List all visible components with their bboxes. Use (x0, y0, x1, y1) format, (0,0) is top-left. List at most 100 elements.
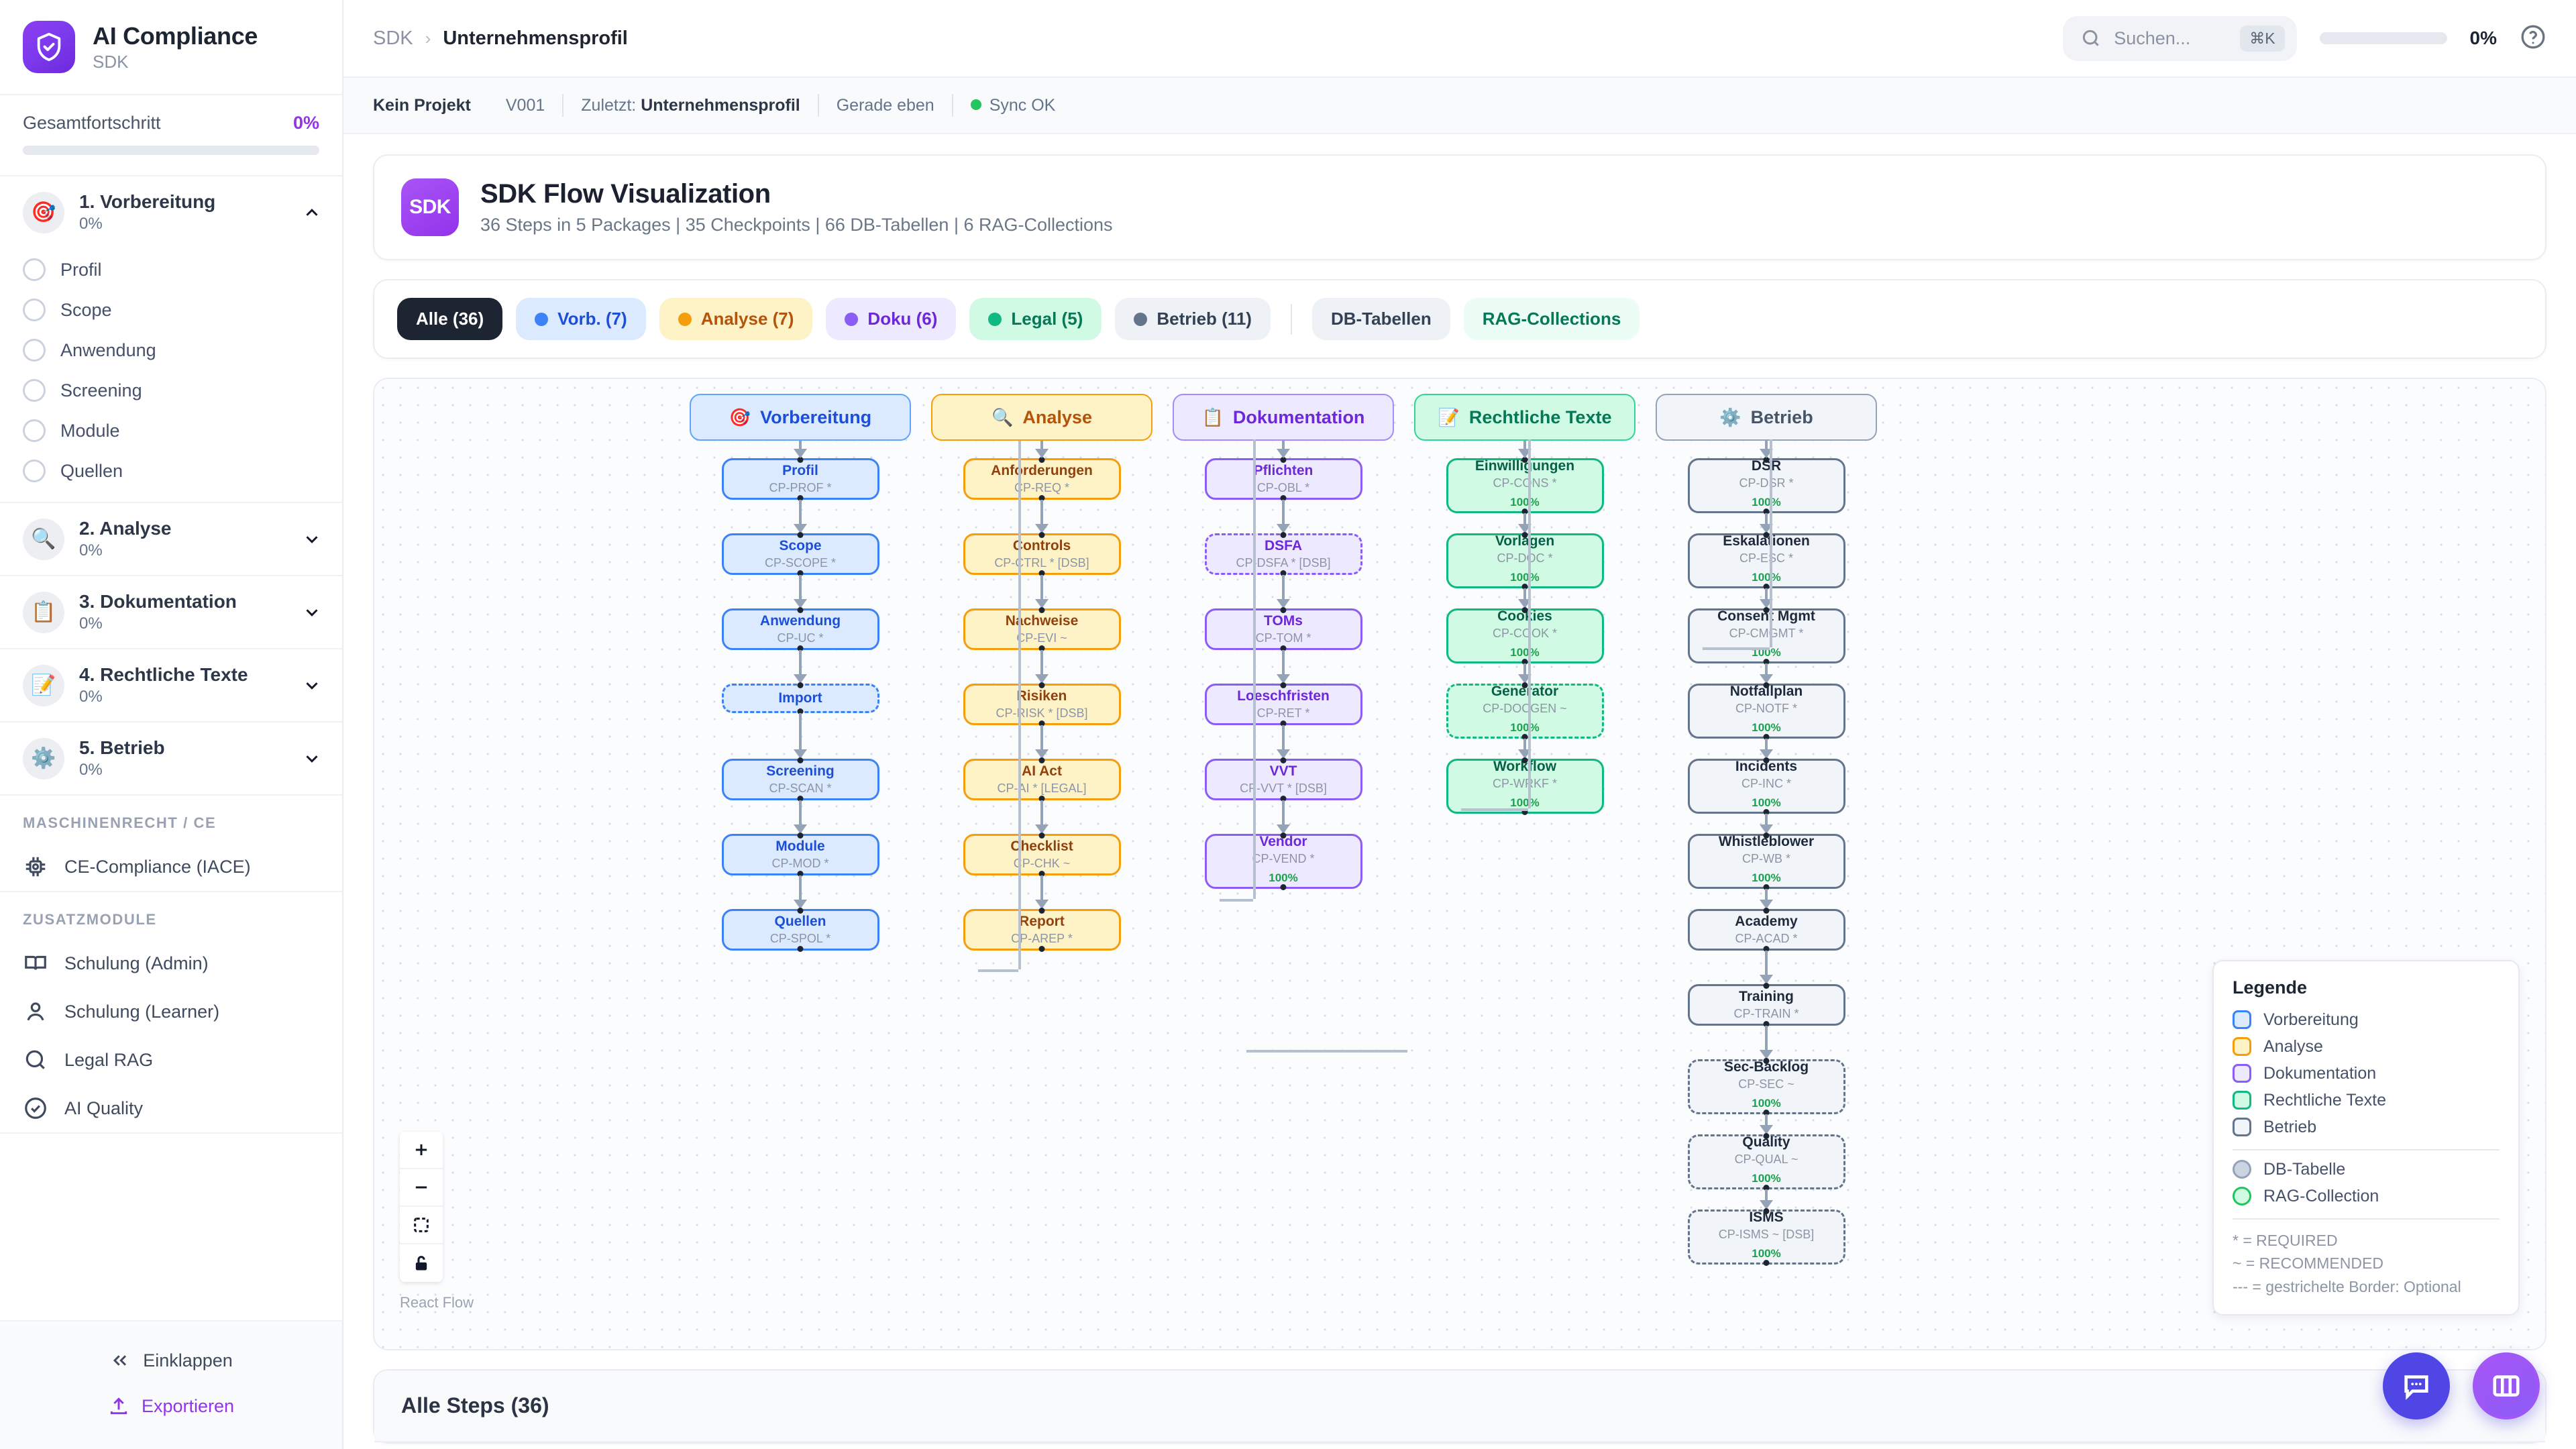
flow-node-import[interactable]: Import (721, 682, 879, 714)
flow-node-dsr[interactable]: DSR CP-DSR * 100% (1687, 457, 1845, 515)
node-handle-top[interactable] (1521, 457, 1528, 463)
node-handle-bottom[interactable] (797, 708, 804, 714)
node-handle-top[interactable] (1038, 757, 1045, 763)
substep-scope[interactable]: Scope (0, 290, 342, 330)
flow-node-anforderungen[interactable]: Anforderungen CP-REQ * (963, 457, 1121, 501)
substep-profil[interactable]: Profil (0, 250, 342, 290)
node-handle-bottom[interactable] (1280, 884, 1287, 890)
node-handle-top[interactable] (1038, 607, 1045, 613)
flow-node-controls[interactable]: Controls CP-CTRL * [DSB] (963, 532, 1121, 576)
sidebar-item-schulung-learner[interactable]: Schulung (Learner) (0, 987, 342, 1036)
node-handle-bottom[interactable] (1038, 570, 1045, 576)
flow-node-vendor[interactable]: Vendor CP-VEND * 100% (1204, 833, 1362, 890)
node-handle-top[interactable] (797, 757, 804, 763)
node-handle-bottom[interactable] (1280, 720, 1287, 727)
node-handle-top[interactable] (1038, 457, 1045, 463)
node-handle-bottom[interactable] (1038, 720, 1045, 727)
node-handle-bottom[interactable] (797, 570, 804, 576)
zoom-out-icon[interactable] (400, 1169, 443, 1207)
flow-node-report[interactable]: Report CP-AREP * (963, 908, 1121, 952)
node-handle-top[interactable] (1038, 532, 1045, 538)
node-handle-top[interactable] (797, 607, 804, 613)
flow-node-cookies[interactable]: Cookies CP-COOK * 100% (1446, 607, 1604, 665)
node-handle-bottom[interactable] (1521, 809, 1528, 815)
node-handle-top[interactable] (1280, 833, 1287, 839)
node-handle-bottom[interactable] (1763, 508, 1770, 515)
substep-radio-icon[interactable] (23, 299, 46, 321)
node-handle-top[interactable] (1763, 1208, 1770, 1214)
node-handle-bottom[interactable] (1280, 796, 1287, 802)
node-handle-top[interactable] (1763, 532, 1770, 538)
node-handle-top[interactable] (1280, 607, 1287, 613)
flow-node-dsfa[interactable]: DSFA CP-DSFA * [DSB] (1204, 532, 1362, 576)
flow-node-training[interactable]: Training CP-TRAIN * (1687, 983, 1845, 1027)
node-handle-bottom[interactable] (1521, 508, 1528, 515)
search-input[interactable]: Suchen... ⌘K (2063, 15, 2297, 61)
substep-screening[interactable]: Screening (0, 370, 342, 411)
node-handle-bottom[interactable] (797, 645, 804, 651)
flow-node-generator[interactable]: Generator CP-DOCGEN ~ 100% (1446, 682, 1604, 740)
flow-node-quality[interactable]: Quality CP-QUAL ~ 100% (1687, 1133, 1845, 1191)
node-handle-bottom[interactable] (1763, 809, 1770, 815)
node-handle-bottom[interactable] (1521, 659, 1528, 665)
node-handle-top[interactable] (1763, 1133, 1770, 1139)
substep-radio-icon[interactable] (23, 460, 46, 482)
flow-node-scope[interactable]: Scope CP-SCOPE * (721, 532, 879, 576)
node-handle-bottom[interactable] (1763, 584, 1770, 590)
flow-node-screening[interactable]: Screening CP-SCAN * (721, 757, 879, 802)
node-handle-top[interactable] (797, 457, 804, 463)
panel-fab[interactable] (2473, 1352, 2540, 1419)
node-handle-bottom[interactable] (1038, 871, 1045, 877)
filter-chip-legal-5[interactable]: Legal (5) (969, 298, 1102, 340)
node-handle-top[interactable] (797, 532, 804, 538)
node-handle-bottom[interactable] (1763, 1260, 1770, 1266)
node-handle-bottom[interactable] (1763, 946, 1770, 952)
substep-module[interactable]: Module (0, 411, 342, 451)
substep-radio-icon[interactable] (23, 339, 46, 362)
filter-chip-rag-collections[interactable]: RAG-Collections (1463, 298, 1640, 340)
chat-fab[interactable] (2383, 1352, 2450, 1419)
node-handle-bottom[interactable] (1280, 570, 1287, 576)
filter-chip-doku-6[interactable]: Doku (6) (826, 298, 957, 340)
node-handle-top[interactable] (1763, 983, 1770, 989)
sidebar-item-ce-compliance-iace[interactable]: CE-Compliance (IACE) (0, 843, 342, 891)
substep-quellen[interactable]: Quellen (0, 451, 342, 491)
flow-node-sec-backlog[interactable]: Sec-Backlog CP-SEC ~ 100% (1687, 1058, 1845, 1116)
flow-canvas[interactable]: Legende Vorbereitung Analyse Dokumentati… (373, 378, 2546, 1350)
node-handle-top[interactable] (1763, 833, 1770, 839)
node-handle-bottom[interactable] (1763, 659, 1770, 665)
node-handle-bottom[interactable] (1763, 884, 1770, 890)
flow-node-vvt[interactable]: VVT CP-VVT * [DSB] (1204, 757, 1362, 802)
node-handle-top[interactable] (1038, 682, 1045, 688)
filter-chip-alle-36[interactable]: Alle (36) (397, 298, 503, 340)
flow-node-academy[interactable]: Academy CP-ACAD * (1687, 908, 1845, 952)
phase-2[interactable]: 🔍 2. Analyse 0% (0, 503, 342, 575)
node-handle-bottom[interactable] (1763, 734, 1770, 740)
node-handle-bottom[interactable] (797, 796, 804, 802)
breadcrumb-root[interactable]: SDK (373, 27, 413, 49)
node-handle-top[interactable] (1280, 532, 1287, 538)
node-handle-bottom[interactable] (1280, 645, 1287, 651)
node-handle-top[interactable] (1763, 908, 1770, 914)
flow-node-consent-mgmt[interactable]: Consent Mgmt CP-CMGMT * 100% (1687, 607, 1845, 665)
node-handle-bottom[interactable] (1763, 1185, 1770, 1191)
node-handle-bottom[interactable] (1763, 1110, 1770, 1116)
flow-node-notfallplan[interactable]: Notfallplan CP-NOTF * 100% (1687, 682, 1845, 740)
flow-node-quellen[interactable]: Quellen CP-SPOL * (721, 908, 879, 952)
node-handle-bottom[interactable] (797, 871, 804, 877)
flow-node-toms[interactable]: TOMs CP-TOM * (1204, 607, 1362, 651)
node-handle-top[interactable] (1521, 607, 1528, 613)
node-handle-top[interactable] (1521, 757, 1528, 763)
phase-5[interactable]: ⚙️ 5. Betrieb 0% (0, 722, 342, 794)
node-handle-bottom[interactable] (1038, 495, 1045, 501)
filter-chip-vorb-7[interactable]: Vorb. (7) (516, 298, 646, 340)
node-handle-bottom[interactable] (1280, 495, 1287, 501)
flow-node-pflichten[interactable]: Pflichten CP-OBL * (1204, 457, 1362, 501)
sidebar-item-ai-quality[interactable]: AI Quality (0, 1084, 342, 1132)
flow-node-module[interactable]: Module CP-MOD * (721, 833, 879, 877)
sidebar-item-schulung-admin[interactable]: Schulung (Admin) (0, 939, 342, 987)
lock-icon[interactable] (400, 1244, 443, 1282)
node-handle-top[interactable] (1280, 682, 1287, 688)
node-handle-top[interactable] (1521, 682, 1528, 688)
node-handle-bottom[interactable] (1763, 1021, 1770, 1027)
